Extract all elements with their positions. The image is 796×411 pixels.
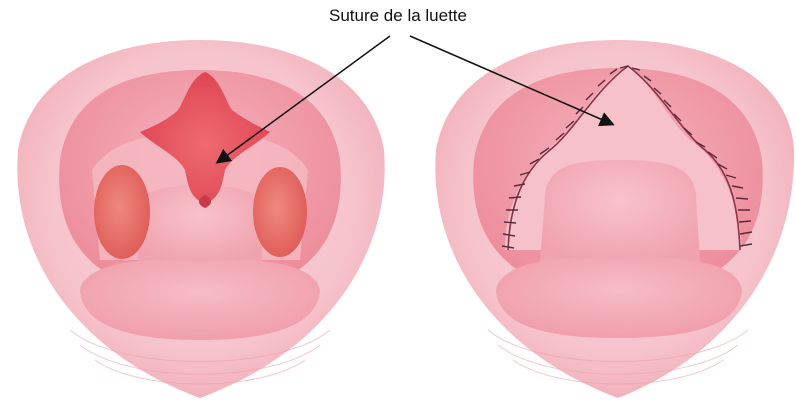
tonsil-left-2	[253, 167, 307, 257]
mouth-after	[435, 40, 794, 398]
mouth-before	[17, 40, 384, 398]
tonsil-left-1	[94, 165, 150, 259]
throat-right	[540, 160, 700, 262]
tongue-left	[80, 260, 320, 340]
annotation-label-container: Suture de la luette	[0, 6, 796, 26]
tongue-right	[496, 258, 742, 338]
annotation-label: Suture de la luette	[329, 6, 467, 26]
